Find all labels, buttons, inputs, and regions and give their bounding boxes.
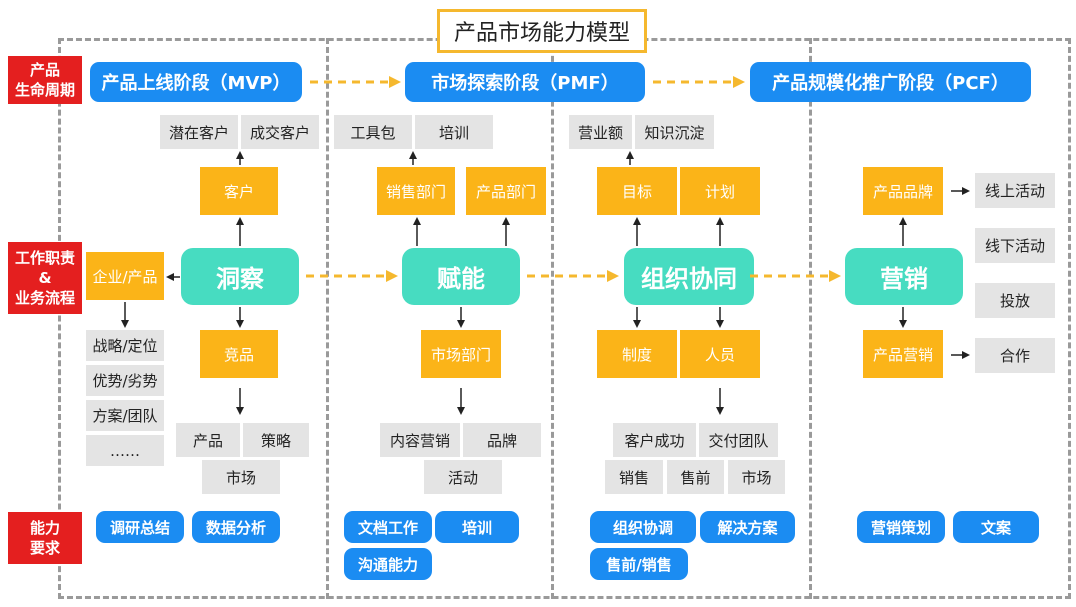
core-org-collaboration: 组织协同: [624, 248, 754, 305]
offline-activity-box: 线下活动: [975, 228, 1055, 263]
row-label-duties-line2: &: [38, 269, 52, 287]
closed-customer-box: 成交客户: [241, 115, 319, 149]
sales-dept-box: 销售部门: [377, 167, 455, 215]
product-brand-box: 产品品牌: [863, 167, 943, 215]
ability-presales-sales: 售前/销售: [590, 548, 688, 580]
activity-box: 活动: [424, 460, 502, 494]
market-box-col3: 市场: [728, 460, 785, 494]
customer-success-box: 客户成功: [613, 423, 696, 457]
toolkit-box: 工具包: [334, 115, 412, 149]
ability-research: 调研总结: [96, 511, 184, 543]
customer-box: 客户: [200, 167, 278, 215]
ability-copywriting: 文案: [953, 511, 1039, 543]
competitor-box: 竞品: [200, 330, 278, 378]
stage-pmf: 市场探索阶段（PMF）: [405, 62, 645, 102]
column-divider-1: [326, 38, 329, 599]
page-title: 产品市场能力模型: [437, 9, 647, 53]
ability-data-analysis: 数据分析: [192, 511, 280, 543]
product-box: 产品: [176, 423, 240, 457]
cooperation-box: 合作: [975, 338, 1055, 373]
product-dept-box: 产品部门: [466, 167, 546, 215]
enterprise-product-box: 企业/产品: [86, 252, 164, 300]
strengths-box: 优势/劣势: [86, 365, 164, 396]
strategy-position-box: 战略/定位: [86, 330, 164, 361]
training-box: 培训: [415, 115, 493, 149]
market-dept-box: 市场部门: [421, 330, 501, 378]
goal-box: 目标: [597, 167, 677, 215]
core-enablement: 赋能: [402, 248, 520, 305]
sales-box: 销售: [605, 460, 663, 494]
column-divider-3: [809, 38, 812, 599]
row-label-ability: 能力 要求: [8, 512, 82, 564]
ability-documentation: 文档工作: [344, 511, 432, 543]
strategy-box: 策略: [243, 423, 309, 457]
system-box: 制度: [597, 330, 677, 378]
ability-communication: 沟通能力: [344, 548, 432, 580]
column-divider-2: [551, 38, 554, 599]
knowledge-box: 知识沉淀: [635, 115, 714, 149]
row-label-lifecycle-line1: 产品: [29, 61, 60, 79]
row-label-duties-line1: 工作职责: [14, 249, 75, 267]
row-label-duties-line3: 业务流程: [14, 289, 75, 307]
core-marketing: 营销: [845, 248, 963, 305]
market-box: 市场: [202, 460, 280, 494]
delivery-team-box: 交付团队: [699, 423, 778, 457]
row-label-lifecycle: 产品 生命周期: [8, 56, 82, 104]
stage-mvp: 产品上线阶段（MVP）: [90, 62, 302, 102]
row-label-lifecycle-line2: 生命周期: [14, 81, 75, 99]
row-label-duties: 工作职责 & 业务流程: [8, 242, 82, 314]
online-activity-box: 线上活动: [975, 173, 1055, 208]
stage-pcf: 产品规模化推广阶段（PCF）: [750, 62, 1031, 102]
revenue-box: 营业额: [569, 115, 632, 149]
content-marketing-box: 内容营销: [380, 423, 460, 457]
ability-marketing-planning: 营销策划: [857, 511, 945, 543]
core-insight: 洞察: [181, 248, 299, 305]
ability-coordination: 组织协调: [590, 511, 696, 543]
presales-box: 售前: [667, 460, 724, 494]
product-marketing-box: 产品营销: [863, 330, 943, 378]
plan-box: 计划: [680, 167, 760, 215]
personnel-box: 人员: [680, 330, 760, 378]
plan-team-box: 方案/团队: [86, 400, 164, 431]
ellipsis-box: ……: [86, 435, 164, 466]
brand-box: 品牌: [463, 423, 541, 457]
potential-customer-box: 潜在客户: [160, 115, 238, 149]
ability-solution: 解决方案: [700, 511, 795, 543]
ability-training: 培训: [435, 511, 519, 543]
row-label-ability-line2: 要求: [29, 539, 60, 557]
row-label-ability-line1: 能力: [29, 519, 60, 537]
advertising-box: 投放: [975, 283, 1055, 318]
